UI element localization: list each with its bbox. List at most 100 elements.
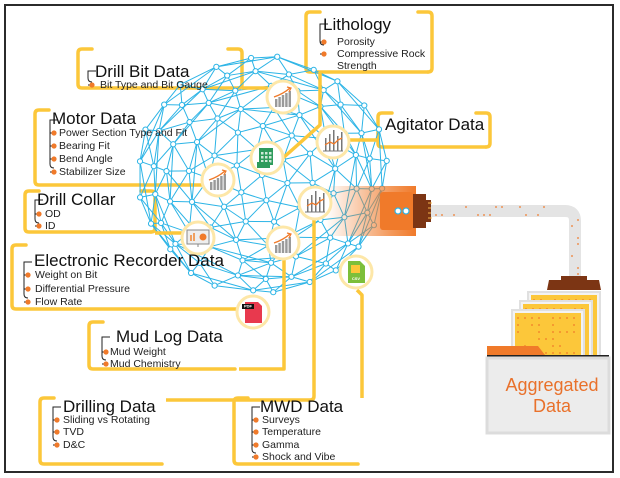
mesh-edge	[179, 84, 183, 105]
mesh-edge	[237, 262, 272, 276]
mesh-node	[383, 157, 390, 164]
mesh-edge	[234, 70, 256, 92]
mesh-node	[172, 240, 179, 247]
mesh-node	[320, 86, 327, 94]
mesh-node	[262, 275, 269, 283]
mesh-edge	[291, 263, 327, 278]
lithology-item: Compressive Rock	[337, 48, 426, 60]
drill-bit-data-tree	[87, 70, 96, 88]
mesh-node	[136, 194, 144, 201]
bullet-icon	[25, 299, 31, 305]
mesh-edge	[355, 133, 362, 156]
drill-collar-item: OD	[45, 208, 61, 220]
mesh-node	[366, 155, 373, 162]
mesh-node	[187, 269, 195, 277]
mesh-edge	[188, 170, 193, 202]
mesh-edge	[202, 88, 236, 92]
drilling-data-bracket	[38, 396, 164, 466]
mesh-node	[250, 287, 257, 294]
mwd-data-title: MWD Data	[260, 397, 344, 416]
mesh-edge	[294, 219, 321, 238]
mesh-edge	[334, 168, 357, 190]
mud-log-data-title: Mud Log Data	[116, 327, 223, 346]
mesh-edge	[199, 262, 239, 276]
motor-data-item: Stabilizer Size	[59, 166, 126, 178]
mesh-node	[309, 179, 316, 186]
mesh-edge	[237, 109, 242, 133]
bullet-icon	[25, 286, 31, 292]
mesh-edge	[223, 191, 242, 208]
drill-collar-item: ID	[45, 220, 56, 232]
mesh-edge	[334, 154, 357, 170]
mesh-edge	[236, 165, 263, 176]
mesh-edge	[325, 243, 349, 264]
mesh-node	[214, 115, 221, 122]
mesh-edge	[154, 194, 162, 224]
motor-data-item: Power Section Type and Fit	[59, 127, 188, 139]
mesh-edge	[217, 108, 241, 119]
mesh-node	[237, 106, 244, 113]
mesh-edge	[262, 125, 292, 137]
mesh-edge	[196, 108, 242, 143]
mesh-edge	[360, 133, 373, 190]
drill-bit-data-title: Drill Bit Data	[95, 62, 190, 81]
mesh-edge	[266, 182, 288, 201]
mesh-edge	[154, 194, 176, 245]
electronic-recorder-data-title: Electronic Recorder Data	[34, 251, 224, 270]
mesh-edge	[371, 160, 388, 190]
card-bullets	[23, 23, 328, 460]
mesh-node	[267, 259, 275, 266]
mesh-edge	[150, 194, 156, 224]
cable-path	[431, 205, 581, 280]
mesh-node	[242, 218, 249, 225]
mesh-edge	[241, 191, 267, 201]
mesh-edge	[214, 118, 218, 156]
mesh-node	[263, 197, 270, 204]
mesh-edge	[153, 166, 156, 195]
mesh-node	[199, 86, 206, 93]
mesh-node	[352, 151, 359, 159]
mesh-node	[288, 132, 295, 139]
mesh-node	[270, 218, 278, 225]
mesh-edge	[190, 272, 254, 291]
drilling-data-title: Drilling Data	[63, 397, 156, 416]
csv-label: CSV	[352, 276, 361, 281]
motor-data-item: Bend Angle	[59, 153, 113, 165]
mesh-edge	[202, 70, 256, 90]
mesh-node	[238, 189, 245, 196]
mesh-edge	[282, 159, 313, 184]
bullet-icon	[253, 442, 259, 448]
usb-connector	[326, 186, 432, 236]
mesh-node	[259, 122, 266, 130]
mesh-node	[332, 165, 339, 172]
mesh-edge	[240, 108, 264, 127]
mesh-edge	[369, 129, 380, 159]
mesh-edge	[139, 197, 162, 224]
bullet-icon	[321, 51, 327, 57]
mwd-data-item: Temperature	[262, 426, 321, 438]
mesh-edge	[288, 73, 324, 91]
mesh-node	[213, 63, 220, 70]
bullet-icon	[253, 429, 259, 435]
mesh-edge	[363, 105, 380, 130]
mwd-data-tree	[251, 406, 260, 460]
mesh-edge	[191, 142, 198, 202]
electronic-recorder-data-item: Flow Rate	[35, 296, 83, 308]
mesh-node	[233, 236, 240, 243]
mesh-edge	[369, 158, 373, 189]
mesh-edge	[163, 84, 181, 105]
connector-port-icon	[402, 207, 410, 215]
mud-log-data-leader	[239, 250, 286, 371]
mesh-node	[152, 191, 159, 198]
mesh-edge	[355, 154, 373, 190]
mesh-edge	[154, 170, 167, 195]
mesh-edge	[208, 90, 236, 104]
mesh-node	[239, 257, 246, 264]
data-cable	[431, 205, 581, 280]
mesh-edge	[180, 84, 203, 90]
mesh-edge	[265, 200, 275, 222]
mesh-node	[332, 267, 339, 274]
aggregated-data-label-line2: Data	[532, 395, 572, 416]
mesh-edge	[144, 129, 155, 167]
mesh-edge	[217, 90, 236, 119]
